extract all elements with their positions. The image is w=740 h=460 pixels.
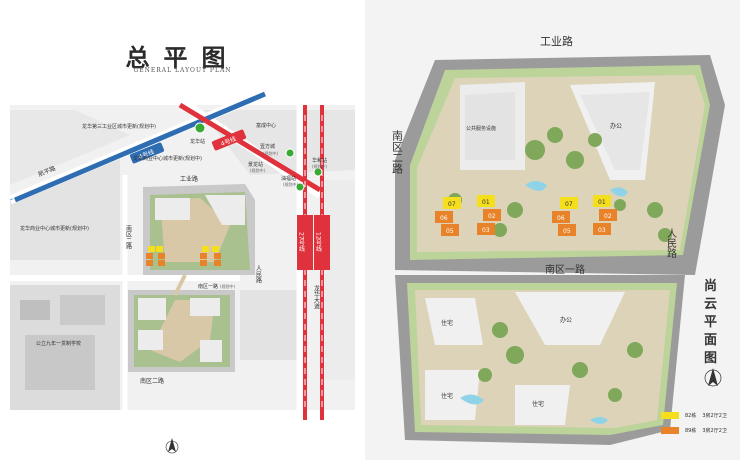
svg-text:(规划中): (规划中) xyxy=(283,181,299,187)
tower-cluster-left xyxy=(146,246,221,266)
svg-text:(规划中): (规划中) xyxy=(250,167,266,173)
legend-swatch-orange xyxy=(661,427,679,434)
site-plan-panel: 07 01 06 02 05 03 07 01 06 02 05 03 公共服务… xyxy=(365,0,740,460)
svg-text:03: 03 xyxy=(598,227,606,234)
station-icon xyxy=(313,167,323,177)
svg-text:07: 07 xyxy=(448,201,456,208)
road-nanqu-yi-label: 南区一路 xyxy=(545,263,585,276)
label-office-top: 办公 xyxy=(610,122,622,130)
label-business-renewal: 龙华商业中心城市更新(规划中) xyxy=(133,155,202,162)
residential-building-3 xyxy=(515,385,570,425)
station-icon xyxy=(285,148,295,158)
tower-cluster-b xyxy=(552,195,617,236)
north-arrow-icon xyxy=(704,368,722,387)
label-fumin: 富成中心 xyxy=(256,122,276,129)
line27-badge: 27号线 xyxy=(298,232,305,252)
svg-text:03: 03 xyxy=(482,227,490,234)
residential-building-1 xyxy=(425,298,483,345)
residential-building-2 xyxy=(425,370,480,420)
station-longhua-icon xyxy=(194,122,206,134)
svg-text:05: 05 xyxy=(446,228,454,235)
north-arrow-icon xyxy=(165,438,179,454)
label-residential-1: 住宅 xyxy=(441,319,453,327)
svg-text:(规划中): (规划中) xyxy=(312,163,328,169)
label-residential-3: 住宅 xyxy=(532,400,544,408)
road-nanqu-er-vertical: 南区二路 xyxy=(125,224,132,250)
svg-text:02: 02 xyxy=(604,213,612,220)
svg-text:(规划中): (规划中) xyxy=(220,283,236,289)
svg-text:06: 06 xyxy=(557,215,565,222)
road-longhua-ave: 龙华大道 xyxy=(313,284,320,310)
legend-swatch-yellow xyxy=(661,412,679,419)
office-building-bottom xyxy=(515,292,625,345)
label-school: 公立九年一贯制学校 xyxy=(36,340,81,347)
label-public-facility: 公共服务设施 xyxy=(466,125,496,132)
label-fumin-city: 壹方城 xyxy=(260,143,275,150)
station-icon xyxy=(295,182,305,192)
svg-text:油福站: 油福站 xyxy=(281,175,296,182)
site-plan-vertical-title: 尚云平面图 xyxy=(704,279,718,366)
label-residential-2: 住宅 xyxy=(441,392,453,400)
road-renmin: 人民路 xyxy=(255,265,262,284)
tower-cluster-a xyxy=(435,195,501,236)
label-station-longhua: 龙华站 xyxy=(190,138,205,145)
line12-badge: 12号线 xyxy=(315,232,322,252)
svg-text:景龙站: 景龙站 xyxy=(248,161,263,168)
label-business-renewal-2: 龙华商业中心城市更新(规划中) xyxy=(20,225,89,232)
svg-text:05: 05 xyxy=(563,228,571,235)
legend-orange: 89栋 3房2厅2卫 xyxy=(661,427,727,434)
road-nanqu-er-label: 南区二路 xyxy=(391,130,404,175)
label-office-bottom: 办公 xyxy=(560,316,572,324)
page-title: 总平图 xyxy=(125,43,240,72)
road-renmin-label: 人民路 xyxy=(665,228,677,259)
svg-text:07: 07 xyxy=(565,201,573,208)
site-plan-map: 07 01 06 02 05 03 07 01 06 02 05 03 公共服务… xyxy=(391,35,725,445)
svg-text:02: 02 xyxy=(488,213,496,220)
svg-text:华和站: 华和站 xyxy=(312,157,327,164)
legend-yellow: 82栋 3房2厅2卫 xyxy=(661,412,727,419)
road-nanqu-er: 南区二路 xyxy=(140,377,164,385)
svg-text:南区一路: 南区一路 xyxy=(198,283,218,290)
svg-text:(规划中): (规划中) xyxy=(263,150,279,156)
svg-text:01: 01 xyxy=(598,199,606,206)
general-layout-panel: 总平图 GENERAL LAYOUT PLAN xyxy=(0,0,365,460)
label-gongye-renewal: 龙华第三工业区城市更新(规划中) xyxy=(82,123,156,130)
svg-text:06: 06 xyxy=(440,215,448,222)
road-gongye-label: 工业路 xyxy=(540,35,573,48)
svg-text:01: 01 xyxy=(482,199,490,206)
general-layout-map: 4号线 4号线 27号线 12号线 龙华第三工业区城市更新(规划中) 龙华商业中… xyxy=(8,90,355,454)
page-subtitle: GENERAL LAYOUT PLAN xyxy=(133,67,232,74)
road-gongye: 工业路 xyxy=(180,175,198,183)
